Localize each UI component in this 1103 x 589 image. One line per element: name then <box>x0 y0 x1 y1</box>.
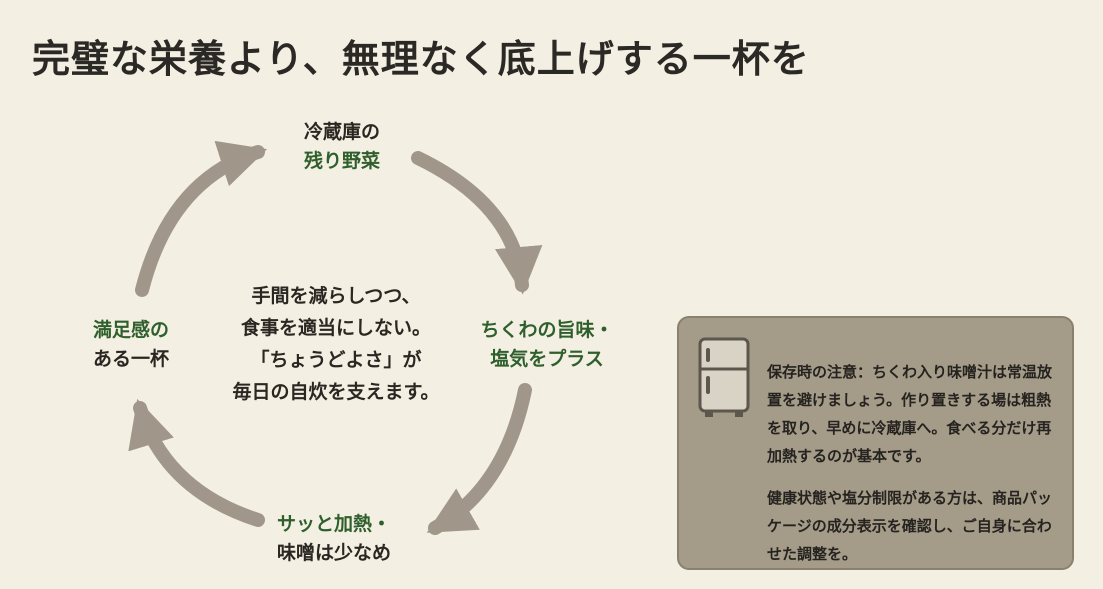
center-message: 手間を減らしつつ、 食事を適当にしない。 「ちょうどよさ」が 毎日の自炊を支えま… <box>232 285 440 403</box>
refrigerator-icon <box>698 337 750 417</box>
arrow-left-to-top <box>135 140 268 297</box>
health-caution-text: 健康状態や塩分制限がある方は、商品パッケージの成分表示を確認し、ご自身に合わせた… <box>767 489 1053 563</box>
storage-note-panel: 保存時の注意：ちくわ入り味噌汁は常温放置を避けましょう。作り置きする場は粗熱を取… <box>677 316 1074 570</box>
arrow-bottom-to-left <box>128 398 265 527</box>
storage-caution-text: 保存時の注意：ちくわ入り味噌汁は常温放置を避けましょう。作り置きする場は粗熱を取… <box>767 363 1053 465</box>
cycle-node-chikuwa-umami: ちくわの旨味・ 塩気をプラス <box>480 319 614 370</box>
cycle-node-satisfying-bowl: 満足感の ある一杯 <box>92 319 169 370</box>
arrow-top-to-right <box>411 151 543 295</box>
page-title: 完璧な栄養より、無理なく底上げする一杯を <box>32 36 810 81</box>
cycle-node-quick-heat: サッと加熱・ 味噌は少なめ <box>276 513 391 564</box>
arrow-right-to-bottom <box>426 383 532 535</box>
cycle-node-leftover-vegetables: 冷蔵庫の 残り野菜 <box>303 121 380 172</box>
